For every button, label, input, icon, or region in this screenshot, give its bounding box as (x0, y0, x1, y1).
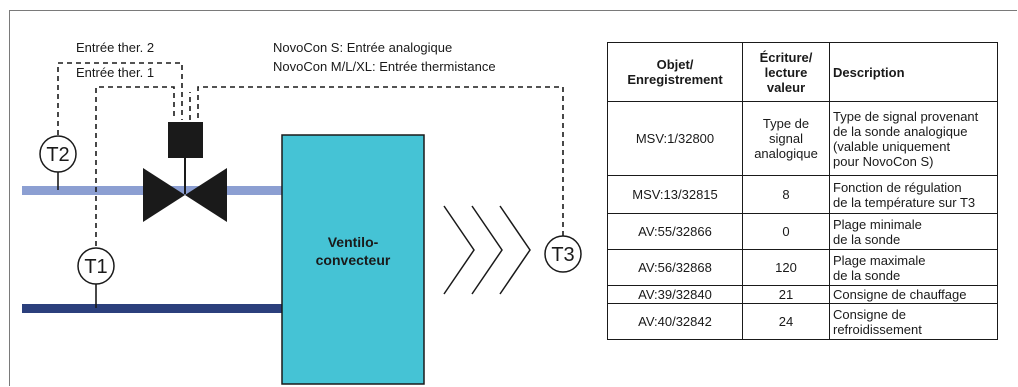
fan-coil-unit (281, 134, 425, 385)
valve-right-triangle (185, 168, 227, 222)
svg-text:T2: T2 (46, 144, 69, 166)
cell-object: MSV:1/32800 (607, 101, 743, 176)
svg-text:T1: T1 (84, 256, 107, 278)
novocon-mlxl-label: NovoCon M/L/XL: Entrée thermistance (273, 59, 496, 74)
piping-diagram: Ventilo- convecteur T2 T1 T3 Entrée ther… (22, 40, 582, 385)
cell-value: 0 (742, 213, 830, 250)
sensor-stems (57, 172, 97, 308)
valve-left-triangle (143, 168, 185, 222)
input-t1-label: Entrée ther. 1 (76, 65, 154, 80)
cell-object: AV:56/32868 (607, 249, 743, 286)
cell-object: AV:40/32842 (607, 303, 743, 340)
airflow-arrows (443, 205, 531, 295)
fan-coil-label-line2: convecteur (316, 252, 391, 268)
sensor-t2: T2 (39, 135, 77, 173)
return-pipe (22, 304, 282, 313)
cell-object: AV:39/32840 (607, 285, 743, 304)
sensor-t3: T3 (544, 235, 582, 273)
wire-t2 (57, 62, 183, 135)
cell-value: 21 (742, 285, 830, 304)
object-table: Objet/ Enregistrement Écriture/ lecture … (607, 42, 998, 340)
novocon-s-label: NovoCon S: Entrée analogique (273, 40, 452, 55)
header-value: Écriture/ lecture valeur (742, 42, 830, 102)
header-description: Description (829, 42, 998, 102)
wire-t1 (95, 86, 175, 246)
sensor-t1: T1 (77, 247, 115, 285)
fan-coil-label-line1: Ventilo- (328, 234, 379, 250)
cell-object: MSV:13/32815 (607, 175, 743, 214)
header-object: Objet/ Enregistrement (607, 42, 743, 102)
cell-value: 120 (742, 249, 830, 286)
cell-value: 8 (742, 175, 830, 214)
valve-actuator (168, 122, 203, 158)
svg-text:T3: T3 (551, 244, 574, 266)
cell-description: Consigne de chauffage (829, 285, 998, 304)
table-header-row: Objet/ Enregistrement Écriture/ lecture … (607, 42, 998, 102)
signal-wires (57, 62, 564, 246)
input-t2-label: Entrée ther. 2 (76, 40, 154, 55)
cell-value: 24 (742, 303, 830, 340)
wire-t3 (197, 86, 564, 236)
cell-object: AV:55/32866 (607, 213, 743, 250)
figure-frame (9, 10, 1017, 386)
